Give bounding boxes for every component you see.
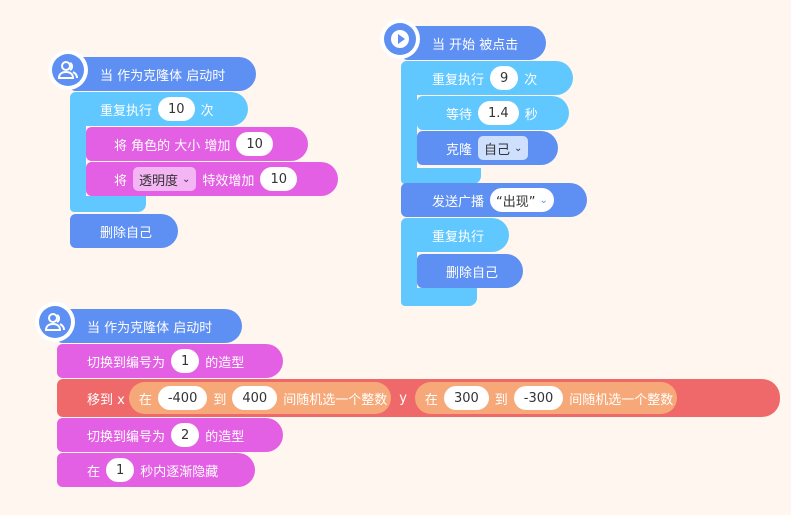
costume-suffix: 的造型 <box>205 429 245 445</box>
random-at-label: 在 <box>138 392 152 408</box>
repeat-c-foot <box>70 196 146 212</box>
clone-person-icon <box>35 302 75 342</box>
effect-dropdown-value: 透明度 <box>139 173 179 189</box>
effect-prefix: 将 <box>114 173 128 189</box>
random-y-reporter[interactable]: 在 300 到 -300 间随机选一个整数 <box>414 382 678 414</box>
repeat-unit: 次 <box>524 72 538 88</box>
repeat-c-foot <box>401 168 481 184</box>
random-suffix: 间随机选一个整数 <box>283 392 388 408</box>
play-icon <box>380 19 420 59</box>
hat-block-clone-start[interactable]: 当 作为克隆体 启动时 <box>57 309 242 343</box>
go-to-xy-block[interactable]: 移到 x 在 -400 到 400 间随机选一个整数 y 在 300 到 -30… <box>57 379 780 417</box>
repeat-unit: 次 <box>200 103 214 119</box>
change-size-label: 将 角色的 大小 增加 <box>114 138 231 154</box>
random-x-reporter[interactable]: 在 -400 到 400 间随机选一个整数 <box>128 382 392 414</box>
broadcast-message-dropdown[interactable]: “出现”⌄ <box>490 188 554 212</box>
clone-target-value: 自己 <box>484 142 511 158</box>
repeat-label: 重复执行 <box>432 72 485 88</box>
fade-suffix: 秒内逐渐隐藏 <box>140 464 219 480</box>
repeat-count-input[interactable]: 10 <box>158 97 195 121</box>
random-x-from-input[interactable]: -400 <box>157 386 208 410</box>
delete-label: 删除自己 <box>446 265 499 281</box>
clone-target-dropdown[interactable]: 自己⌄ <box>478 136 529 160</box>
broadcast-label: 发送广播 <box>432 194 485 210</box>
forever-block[interactable]: 重复执行 <box>401 218 509 252</box>
random-suffix: 间随机选一个整数 <box>569 392 674 408</box>
random-y-to-input[interactable]: -300 <box>513 386 564 410</box>
forever-c-arm <box>401 240 417 294</box>
y-label: y <box>399 390 407 406</box>
broadcast-block[interactable]: 发送广播 “出现”⌄ <box>401 183 587 217</box>
random-to-label: 到 <box>213 392 227 408</box>
change-size-block[interactable]: 将 角色的 大小 增加 10 <box>86 127 308 161</box>
random-x-to-input[interactable]: 400 <box>232 386 278 410</box>
hat-block-start-clicked[interactable]: 当 开始 被点击 <box>402 26 546 60</box>
costume-number-input[interactable]: 1 <box>171 349 200 373</box>
repeat-count-input[interactable]: 9 <box>490 66 519 90</box>
clone-block[interactable]: 克隆 自己⌄ <box>417 131 558 165</box>
repeat-label: 重复执行 <box>100 103 153 119</box>
clone-label: 克隆 <box>446 142 473 158</box>
delete-clone-block[interactable]: 删除自己 <box>70 214 178 248</box>
change-effect-block[interactable]: 将 透明度⌄ 特效增加 10 <box>86 162 338 196</box>
chevron-down-icon: ⌄ <box>539 194 548 206</box>
chevron-down-icon: ⌄ <box>514 142 523 154</box>
hat-block-clone-start[interactable]: 当 作为克隆体 启动时 <box>70 57 256 91</box>
wait-block[interactable]: 等待 1.4 秒 <box>417 96 569 130</box>
repeat-count-block[interactable]: 重复执行 9 次 <box>401 61 573 95</box>
delete-label: 删除自己 <box>100 225 153 241</box>
effect-amount-input[interactable]: 10 <box>260 167 297 191</box>
fade-prefix: 在 <box>87 464 101 480</box>
hat-label: 当 作为克隆体 启动时 <box>87 320 213 336</box>
effect-dropdown[interactable]: 透明度⌄ <box>133 167 197 191</box>
chevron-down-icon: ⌄ <box>182 173 191 185</box>
random-y-from-input[interactable]: 300 <box>443 386 489 410</box>
delete-clone-block[interactable]: 删除自己 <box>417 254 523 288</box>
wait-unit: 秒 <box>524 107 538 123</box>
clone-person-icon <box>48 50 88 90</box>
forever-c-foot <box>401 288 477 306</box>
costume-number-input[interactable]: 2 <box>171 423 200 447</box>
effect-mid: 特效增加 <box>202 173 255 189</box>
fade-seconds-input[interactable]: 1 <box>106 458 135 482</box>
hat-label: 当 作为克隆体 启动时 <box>100 68 226 84</box>
repeat-count-block[interactable]: 重复执行 10 次 <box>70 92 248 126</box>
size-amount-input[interactable]: 10 <box>236 132 273 156</box>
random-at-label: 在 <box>424 392 438 408</box>
switch-costume-block[interactable]: 切换到编号为 1 的造型 <box>57 344 283 378</box>
costume-prefix: 切换到编号为 <box>87 355 166 371</box>
costume-suffix: 的造型 <box>205 355 245 371</box>
switch-costume-block[interactable]: 切换到编号为 2 的造型 <box>57 418 283 452</box>
wait-seconds-input[interactable]: 1.4 <box>478 101 519 125</box>
fade-out-block[interactable]: 在 1 秒内逐渐隐藏 <box>57 453 255 487</box>
wait-label: 等待 <box>446 107 473 123</box>
costume-prefix: 切换到编号为 <box>87 429 166 445</box>
random-to-label: 到 <box>494 392 508 408</box>
hat-label: 当 开始 被点击 <box>432 37 519 53</box>
repeat-c-arm <box>70 112 86 206</box>
broadcast-message-value: “出现” <box>496 194 536 210</box>
goto-prefix: 移到 x <box>87 392 125 408</box>
forever-label: 重复执行 <box>432 229 485 245</box>
repeat-c-arm <box>401 80 417 180</box>
